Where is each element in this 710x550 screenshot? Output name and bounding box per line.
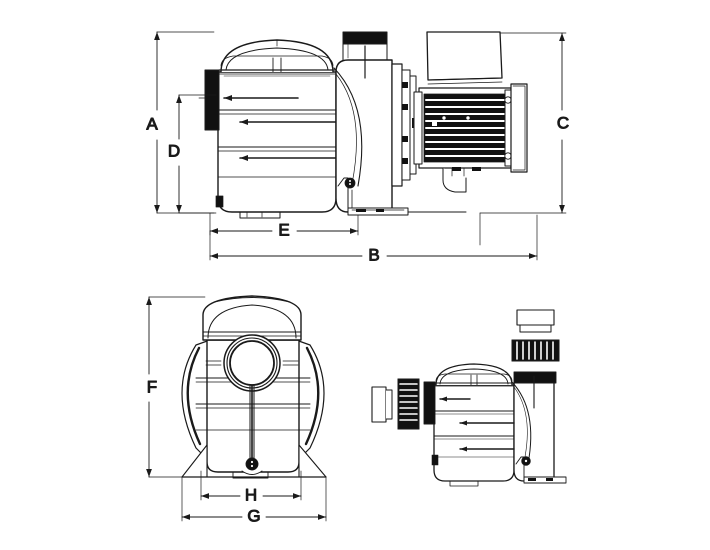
dimension-label-E: E <box>278 220 289 239</box>
dimension-C: C <box>479 32 570 246</box>
dimension-E: E <box>209 212 359 240</box>
dimension-label-A: A <box>146 114 158 133</box>
exploded-pot-body <box>433 384 515 487</box>
strainer-pot-body <box>217 71 337 219</box>
suction-port <box>198 69 220 131</box>
exploded-suction-port <box>423 381 436 425</box>
dimension-label-B: B <box>368 245 379 264</box>
dimension-B: B <box>209 214 538 265</box>
exploded-volute <box>431 377 567 484</box>
suction-port-adapter <box>371 386 393 423</box>
front-elevation-view <box>181 295 327 479</box>
dimension-label-F: F <box>147 377 157 396</box>
suction-union-nut <box>397 378 420 430</box>
dimension-D: D <box>167 94 217 214</box>
exploded-side-view <box>371 309 567 487</box>
discharge-port-adapter <box>516 309 555 333</box>
seal-plate-flange <box>391 63 417 187</box>
front-base-feet <box>181 444 327 479</box>
strainer-lid <box>218 39 336 77</box>
dimension-F: F <box>146 296 206 478</box>
dimension-G: G <box>181 476 327 526</box>
discharge-collar <box>513 371 557 384</box>
discharge-union-nut <box>511 339 560 362</box>
volute-ring <box>181 339 325 463</box>
dimension-H: H <box>200 476 302 505</box>
dimension-label-G: G <box>247 506 260 525</box>
dimension-label-D: D <box>168 141 180 160</box>
exploded-strainer-lid <box>433 363 515 387</box>
front-drain-plug <box>245 457 259 471</box>
dimension-A: A <box>146 31 215 214</box>
dimension-label-H: H <box>245 485 257 504</box>
drain-plug-left <box>215 195 224 208</box>
volute-housing <box>333 31 409 216</box>
motor-assembly <box>407 31 528 213</box>
front-strainer-lid <box>202 295 302 341</box>
center-shaft <box>241 384 263 475</box>
side-elevation-view <box>198 31 528 219</box>
terminal-box <box>426 31 503 81</box>
dimension-label-C: C <box>557 113 569 132</box>
